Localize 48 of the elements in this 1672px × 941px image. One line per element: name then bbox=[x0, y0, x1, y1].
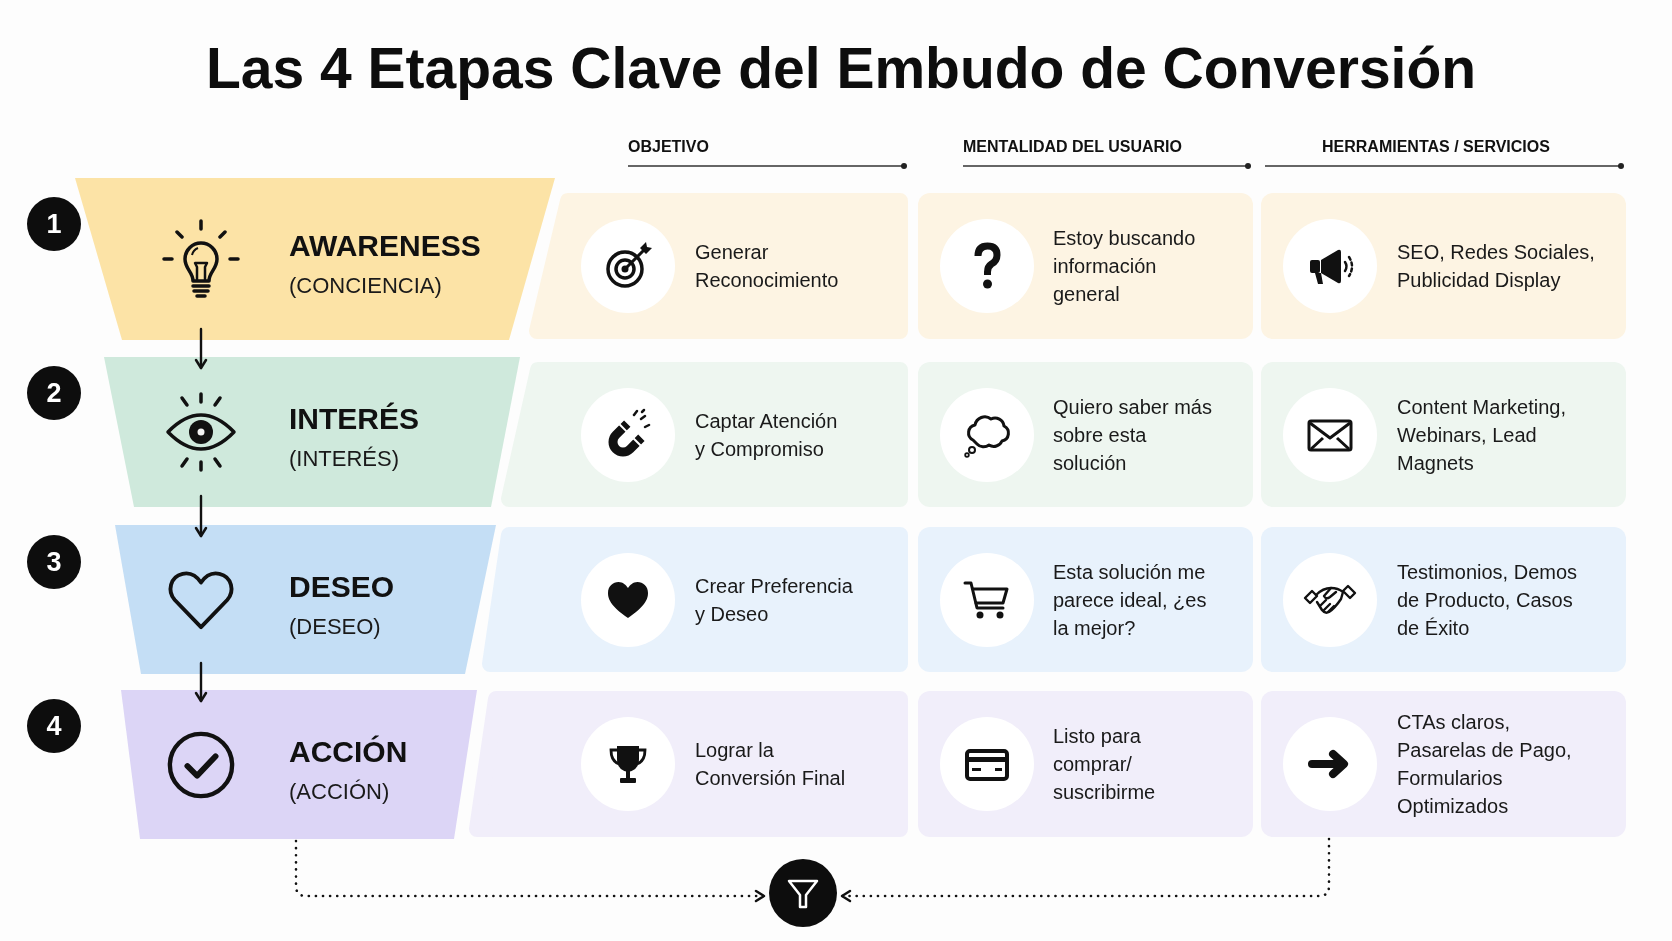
objective-card bbox=[469, 691, 908, 837]
objective-card bbox=[482, 527, 908, 672]
card-text: Crear Preferencia y Deseo bbox=[695, 573, 854, 627]
mindset-card bbox=[918, 691, 1253, 837]
funnel-stage bbox=[104, 357, 520, 507]
column-header: OBJETIVO bbox=[628, 139, 709, 155]
stage-title: ACCIÓN bbox=[289, 733, 408, 770]
step-number: 2 bbox=[27, 366, 81, 420]
stage-subtitle: (INTERÉS) bbox=[289, 445, 399, 473]
card-text: Estoy buscando información general bbox=[1053, 226, 1197, 307]
step-number: 1 bbox=[27, 197, 81, 251]
dotted-arrow bbox=[840, 837, 1331, 903]
objective-card bbox=[529, 193, 908, 339]
card-text: Lograr la Conversión Final bbox=[695, 738, 847, 791]
dotted-arrow bbox=[294, 839, 766, 903]
tools-card bbox=[1261, 527, 1626, 672]
funnel-stage bbox=[115, 525, 496, 674]
arrow bbox=[194, 661, 208, 703]
stage-subtitle: (DESEO) bbox=[289, 612, 381, 641]
card-text: Content Marketing, Webinars, Lead Magnets bbox=[1397, 394, 1567, 476]
arrow bbox=[194, 494, 208, 538]
stage-subtitle: (ACCIÓN) bbox=[289, 777, 390, 806]
tools-card bbox=[1261, 691, 1626, 837]
column-header: HERRAMIENTAS / SERVICIOS bbox=[1322, 139, 1550, 155]
card-text: Generar Reconocimiento bbox=[695, 240, 840, 293]
step-number: 4 bbox=[27, 699, 81, 753]
mindset-card bbox=[918, 362, 1253, 507]
card-text: Listo para comprar/ suscribirme bbox=[1053, 724, 1157, 805]
stage-subtitle: (CONCIENCIA) bbox=[289, 272, 442, 300]
mindset-card bbox=[918, 193, 1253, 339]
stage-title: AWARENESS bbox=[289, 228, 481, 264]
card-text: CTAs claros, Pasarelas de Pago, Formularios Optimizados bbox=[1397, 710, 1573, 819]
card-text: SEO, Redes Sociales, Publicidad Display bbox=[1397, 240, 1596, 293]
mindset-card bbox=[918, 527, 1253, 672]
arrow bbox=[194, 327, 208, 370]
column-header: MENTALIDAD DEL USUARIO bbox=[963, 139, 1182, 155]
tools-card bbox=[1261, 362, 1626, 507]
tools-card bbox=[1261, 193, 1626, 339]
card-text: Quiero saber más sobre esta solución bbox=[1053, 394, 1213, 476]
step-number: 3 bbox=[27, 535, 81, 589]
stage-title: INTERÉS bbox=[289, 401, 420, 437]
stage-title: DESEO bbox=[289, 568, 395, 605]
card-text: Captar Atención y Compromiso bbox=[695, 408, 839, 462]
card-text: Testimonios, Demos de Producto, Casos de Éxito bbox=[1397, 559, 1579, 641]
objective-card bbox=[501, 362, 908, 507]
funnel-stage bbox=[121, 690, 477, 839]
funnel-stage bbox=[75, 178, 555, 340]
card-text: Esta solución me parece ideal, ¿es la mejor? bbox=[1053, 559, 1208, 641]
